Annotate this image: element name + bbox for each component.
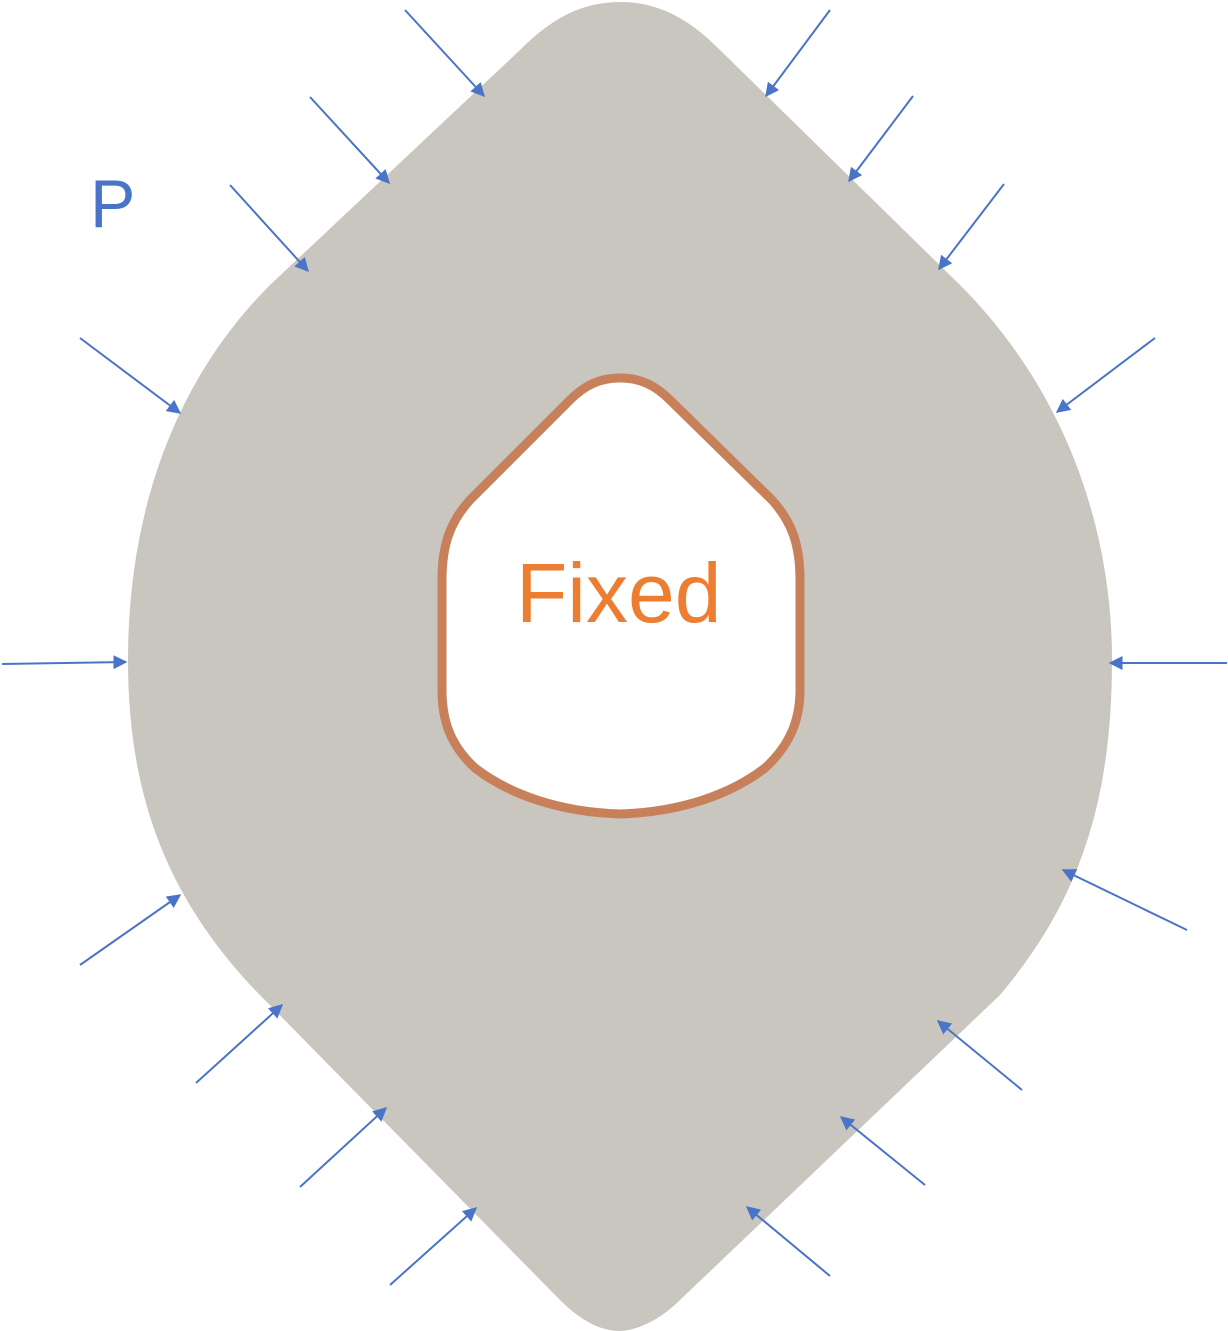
- pressure-arrow: [79, 337, 182, 414]
- pressure-arrow: [848, 95, 914, 183]
- pressure-arrow: [938, 183, 1005, 271]
- fixed-boundary-hole: [437, 373, 805, 819]
- pressure-arrow: [839, 1116, 926, 1186]
- pressure-arrow: [1061, 869, 1188, 931]
- pressure-arrow: [936, 1020, 1023, 1091]
- pressure-arrow: [79, 894, 182, 966]
- pressure-arrow: [389, 1207, 478, 1286]
- pressure-arrow: [765, 9, 831, 98]
- pressure-arrow: [1, 655, 128, 670]
- fixed-label: Fixed: [516, 546, 721, 640]
- pressure-arrow: [229, 184, 309, 273]
- pressure-arrow: [299, 1107, 388, 1188]
- pressure-arrow: [745, 1206, 831, 1277]
- pressure-arrow: [309, 96, 390, 185]
- pressure-arrow: [404, 9, 485, 98]
- pressure-arrows: [1, 9, 1227, 1286]
- pressure-label: P: [90, 166, 135, 242]
- pressure-arrow: [1055, 337, 1156, 413]
- pressure-arrow: [195, 1004, 284, 1084]
